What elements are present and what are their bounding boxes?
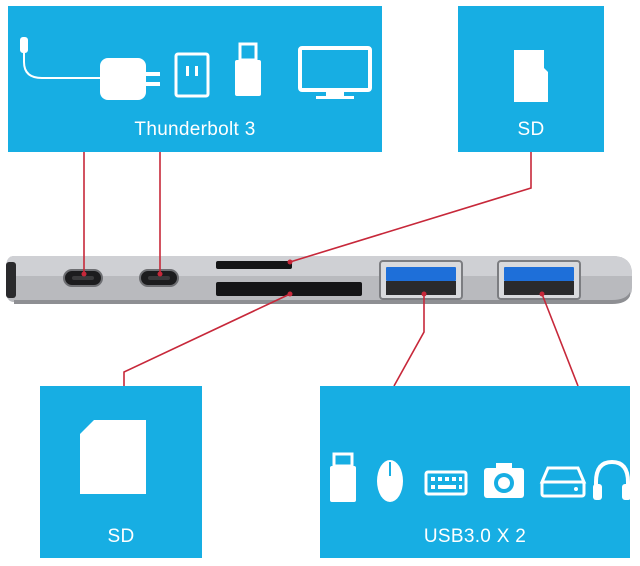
micro-sd-panel: SD <box>458 6 604 152</box>
sd-panel: SD <box>40 386 202 558</box>
thunderbolt-icons <box>20 37 372 100</box>
usb3-label: USB3.0 X 2 <box>423 526 527 547</box>
mouse-icon <box>377 460 403 502</box>
usb-drive-icon <box>235 42 261 96</box>
micro-sd-slot <box>216 261 292 269</box>
thunderbolt-port-2 <box>139 269 179 287</box>
thunderbolt-port-1 <box>63 269 103 287</box>
wall-outlet-icon <box>174 52 210 98</box>
power-adapter-icon <box>100 58 160 100</box>
usb3-port-1 <box>379 260 463 300</box>
usb-dongle-icon <box>330 452 356 502</box>
monitor-icon <box>298 46 372 99</box>
usb3-port-2 <box>497 260 581 300</box>
sd-slot <box>216 282 362 296</box>
usb-device-icons <box>330 452 630 502</box>
micro-sd-label: SD <box>517 119 545 140</box>
sd-card-icon <box>80 420 146 494</box>
keyboard-icon <box>424 470 468 496</box>
thunderbolt-label: Thunderbolt 3 <box>134 119 256 140</box>
usb-c-cable-icon <box>20 37 100 79</box>
connector-dots <box>81 259 545 297</box>
headphones-icon <box>593 459 630 500</box>
connector-lines <box>83 152 579 387</box>
camera-icon <box>484 463 524 498</box>
micro-sd-card-icon <box>514 50 548 102</box>
hard-drive-icon <box>539 466 587 498</box>
usb3-panel: USB3.0 X 2 <box>320 386 630 558</box>
usb-c-hub <box>6 256 632 304</box>
thunderbolt-panel: Thunderbolt 3 <box>8 6 382 152</box>
sd-label: SD <box>107 526 135 547</box>
